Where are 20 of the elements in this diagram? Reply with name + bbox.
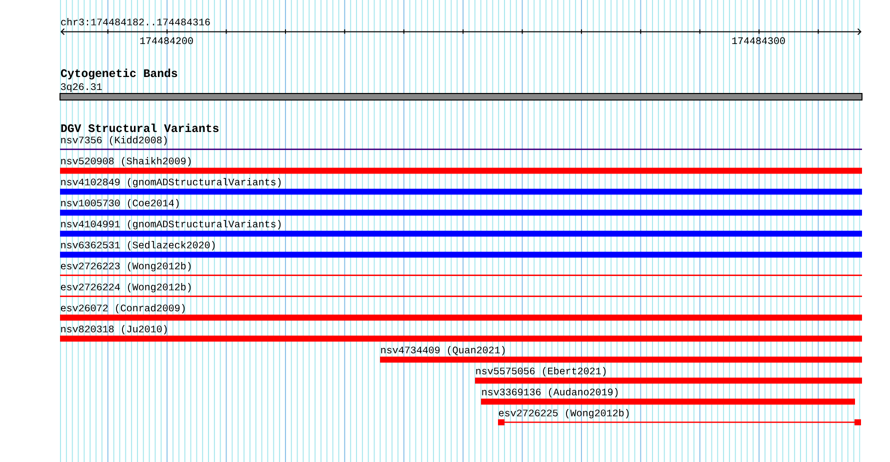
variant-label: nsv4104991 (gnomADStructuralVariants) (61, 220, 281, 230)
variant-label: esv2726223 (Wong2012b) (60, 262, 191, 272)
variant-label: nsv4734409 (Quan2021) (381, 346, 505, 356)
variant-label: esv26072 (Conrad2009) (60, 304, 185, 314)
variant-label: nsv6362531 (Sedlazeck2020) (61, 241, 215, 250)
track-title: DGV Structural Variants (61, 124, 218, 132)
variant-label: nsv5575056 (Ebert2021) (476, 367, 606, 376)
variant-label: nsv520908 (Shaikh2009) (61, 157, 191, 166)
variant-label: nsv3369136 (Audano2019) (482, 388, 618, 398)
variant-label: nsv820318 (Ju2010) (61, 325, 167, 334)
tick-label: 174484300 (732, 37, 785, 44)
variant-label: esv2726225 (Wong2012b) (498, 409, 629, 418)
variant-label: nsv4102849 (gnomADStructuralVariants) (61, 178, 281, 188)
track-title: Cytogenetic Bands (60, 68, 178, 80)
band-label: 3q26.31 (60, 83, 102, 92)
coordinate-range: chr3:174484182..174484316 (61, 18, 210, 26)
tick-label: 174484200 (140, 37, 193, 44)
variant-label: esv2726224 (Wong2012b) (60, 283, 191, 292)
variant-label: nsv1005730 (Coe2014) (61, 199, 179, 208)
variant-label: nsv7356 (Kidd2008) (61, 136, 167, 146)
